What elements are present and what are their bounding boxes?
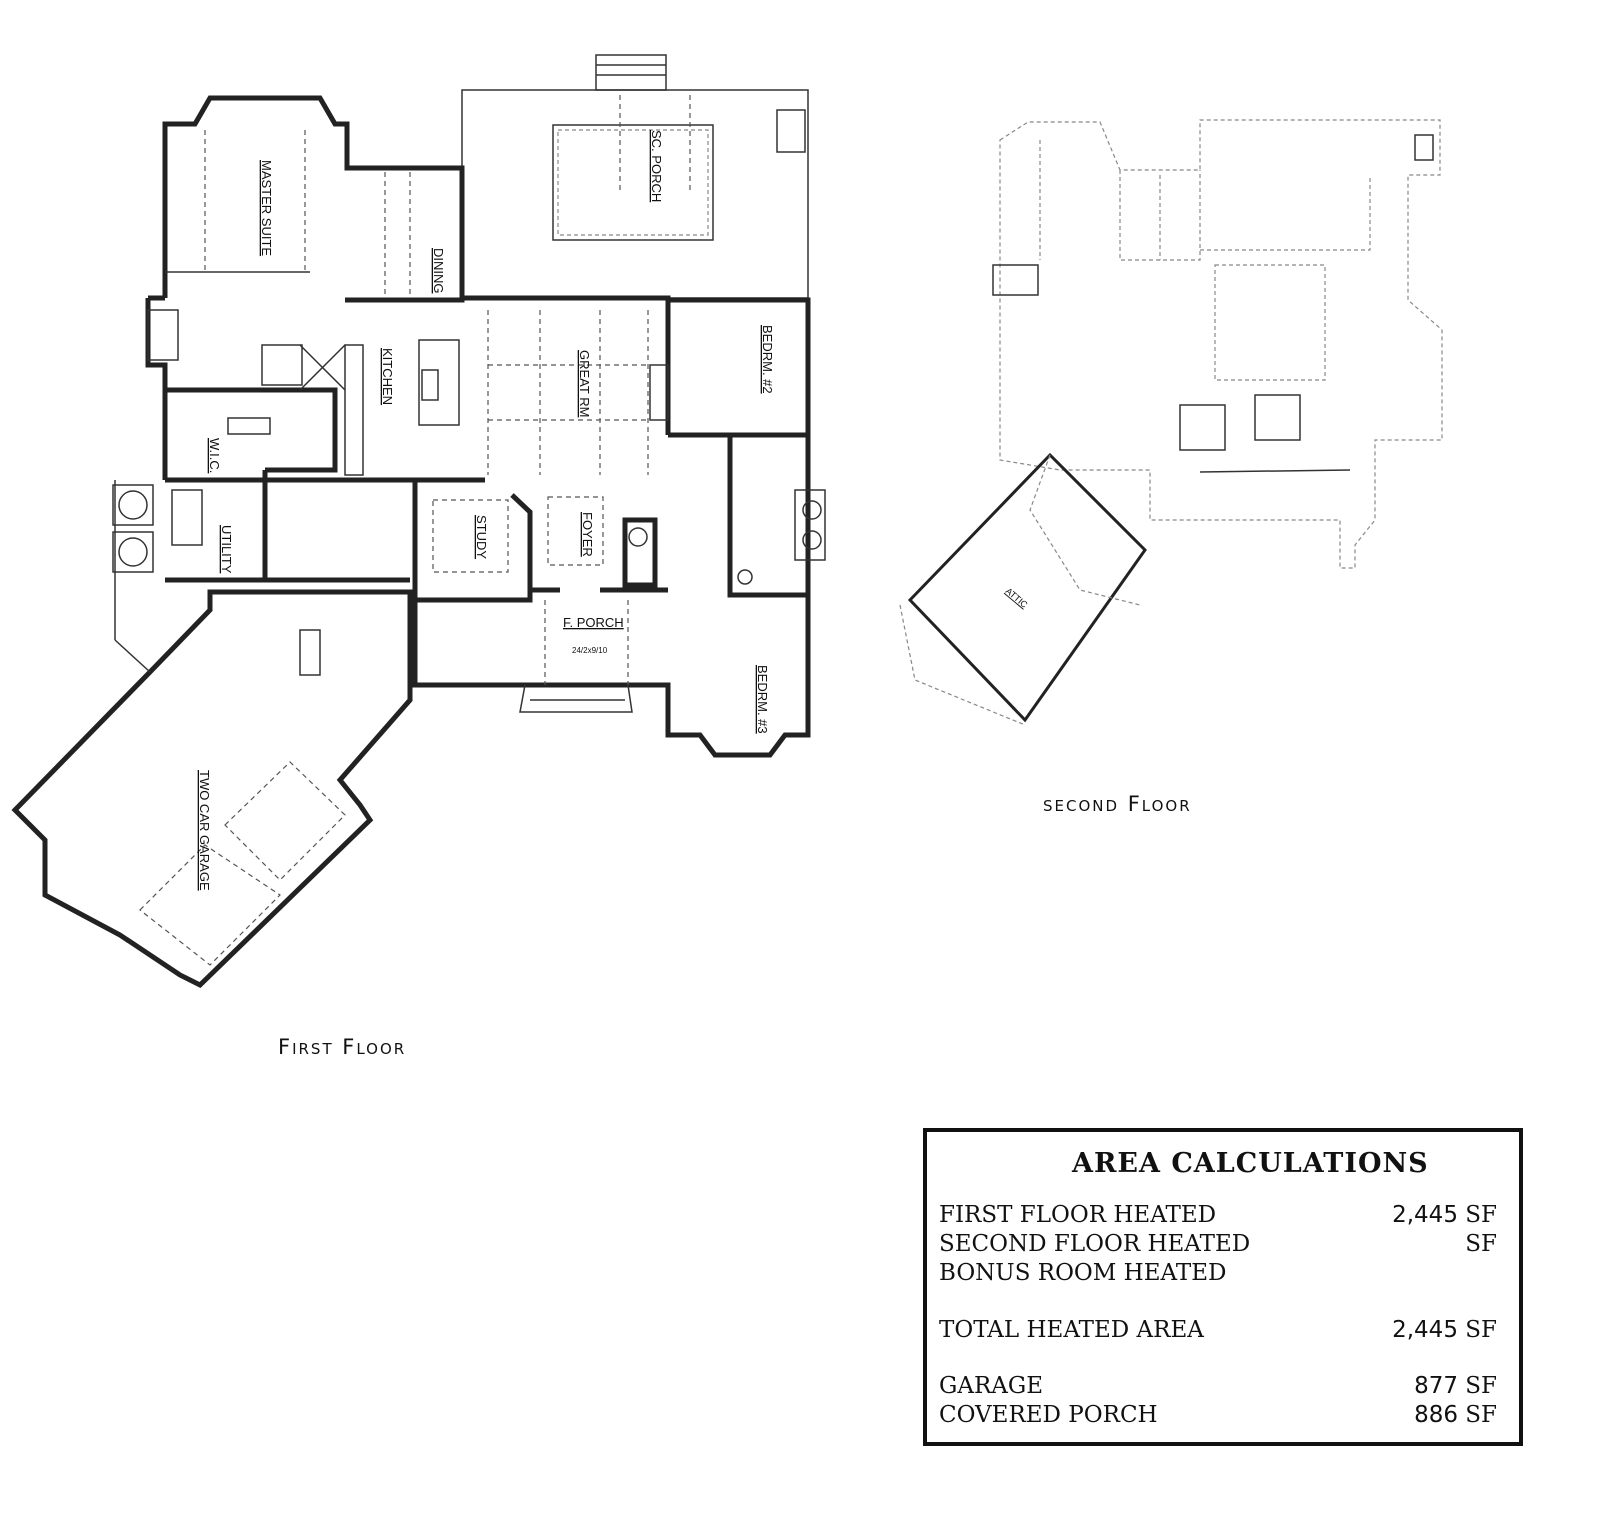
room-label-study: STUDY xyxy=(474,515,489,559)
area-row: COVERED PORCH 886 SF xyxy=(939,1402,1497,1432)
area-row-unit: SF xyxy=(1465,1317,1497,1343)
area-row-value: 877 xyxy=(1414,1373,1458,1399)
area-row-label: TOTAL HEATED AREA xyxy=(939,1317,1204,1343)
area-calculations-table: AREA CALCULATIONS FIRST FLOOR HEATED 2,4… xyxy=(923,1128,1523,1446)
first-floor-plan: MASTER SUITE DINING SC. PORCH KITCHEN GR… xyxy=(11,54,826,989)
first-floor-caption: First Floor xyxy=(278,1035,407,1059)
room-label-sc-porch: SC. PORCH xyxy=(649,130,664,202)
area-row-label: FIRST FLOOR HEATED xyxy=(939,1202,1217,1228)
fireplace-icon xyxy=(649,364,669,421)
screened-porch xyxy=(461,89,809,299)
attic-walls xyxy=(907,452,1147,723)
sink-icon xyxy=(421,369,439,401)
room-label-f-porch: F. PORCH xyxy=(563,615,624,630)
room-label-bedrm-2: BEDRM. #2 xyxy=(760,325,775,394)
main-walls xyxy=(412,295,811,758)
area-row: FIRST FLOOR HEATED 2,445 SF xyxy=(939,1202,1497,1232)
ac-unit-icon xyxy=(112,531,154,573)
area-row-unit: SF xyxy=(1465,1373,1497,1399)
fireplace-outdoor xyxy=(776,109,806,153)
room-label-utility: UTILITY xyxy=(219,525,234,574)
area-row: GARAGE 877 SF xyxy=(939,1373,1497,1403)
area-row-label: GARAGE xyxy=(939,1373,1044,1399)
area-row-unit: SF xyxy=(1465,1202,1497,1228)
area-row-unit: SF xyxy=(1465,1402,1497,1428)
room-label-kitchen: KITCHEN xyxy=(380,348,395,405)
garage-walls xyxy=(11,589,413,989)
area-row-label: COVERED PORCH xyxy=(939,1402,1158,1428)
f-porch-dimensions: 24/2x9/10 xyxy=(572,646,608,655)
room-label-dining: DINING xyxy=(431,248,446,294)
room-label-foyer: FOYER xyxy=(580,512,595,557)
area-row-value: 2,445 xyxy=(1392,1317,1458,1343)
room-label-garage: TWO CAR GARAGE xyxy=(197,770,212,891)
washer-dryer xyxy=(171,489,203,546)
area-row: TOTAL HEATED AREA 2,445 SF xyxy=(939,1317,1497,1347)
room-label-attic: ATTIC xyxy=(1004,586,1030,610)
area-row-value: 2,445 xyxy=(1392,1202,1458,1228)
area-row: BONUS ROOM HEATED xyxy=(939,1260,1497,1290)
rear-steps xyxy=(595,54,667,91)
area-row-label: BONUS ROOM HEATED xyxy=(939,1260,1227,1286)
porch-grill-area xyxy=(552,124,714,241)
area-row-label: SECOND FLOOR HEATED xyxy=(939,1231,1251,1257)
second-floor-plan: ATTIC xyxy=(899,119,1443,726)
area-row: SECOND FLOOR HEATED SF xyxy=(939,1231,1497,1261)
area-row-value: 886 xyxy=(1414,1402,1458,1428)
second-floor-roof-outline xyxy=(999,119,1443,569)
room-label-bedrm-3: BEDRM. #3 xyxy=(755,665,770,734)
room-label-master-suite: MASTER SUITE xyxy=(259,160,274,256)
kitchen-island xyxy=(418,339,460,426)
area-row-unit: SF xyxy=(1465,1231,1497,1257)
room-label-wic: W.I.C. xyxy=(207,438,222,473)
second-floor-caption: second Floor xyxy=(1043,792,1192,816)
area-calculations-title: AREA CALCULATIONS xyxy=(1072,1148,1429,1179)
ac-unit-icon xyxy=(112,484,154,526)
room-label-great-rm: GREAT RM xyxy=(577,350,592,417)
master-dining-walls xyxy=(162,95,465,303)
